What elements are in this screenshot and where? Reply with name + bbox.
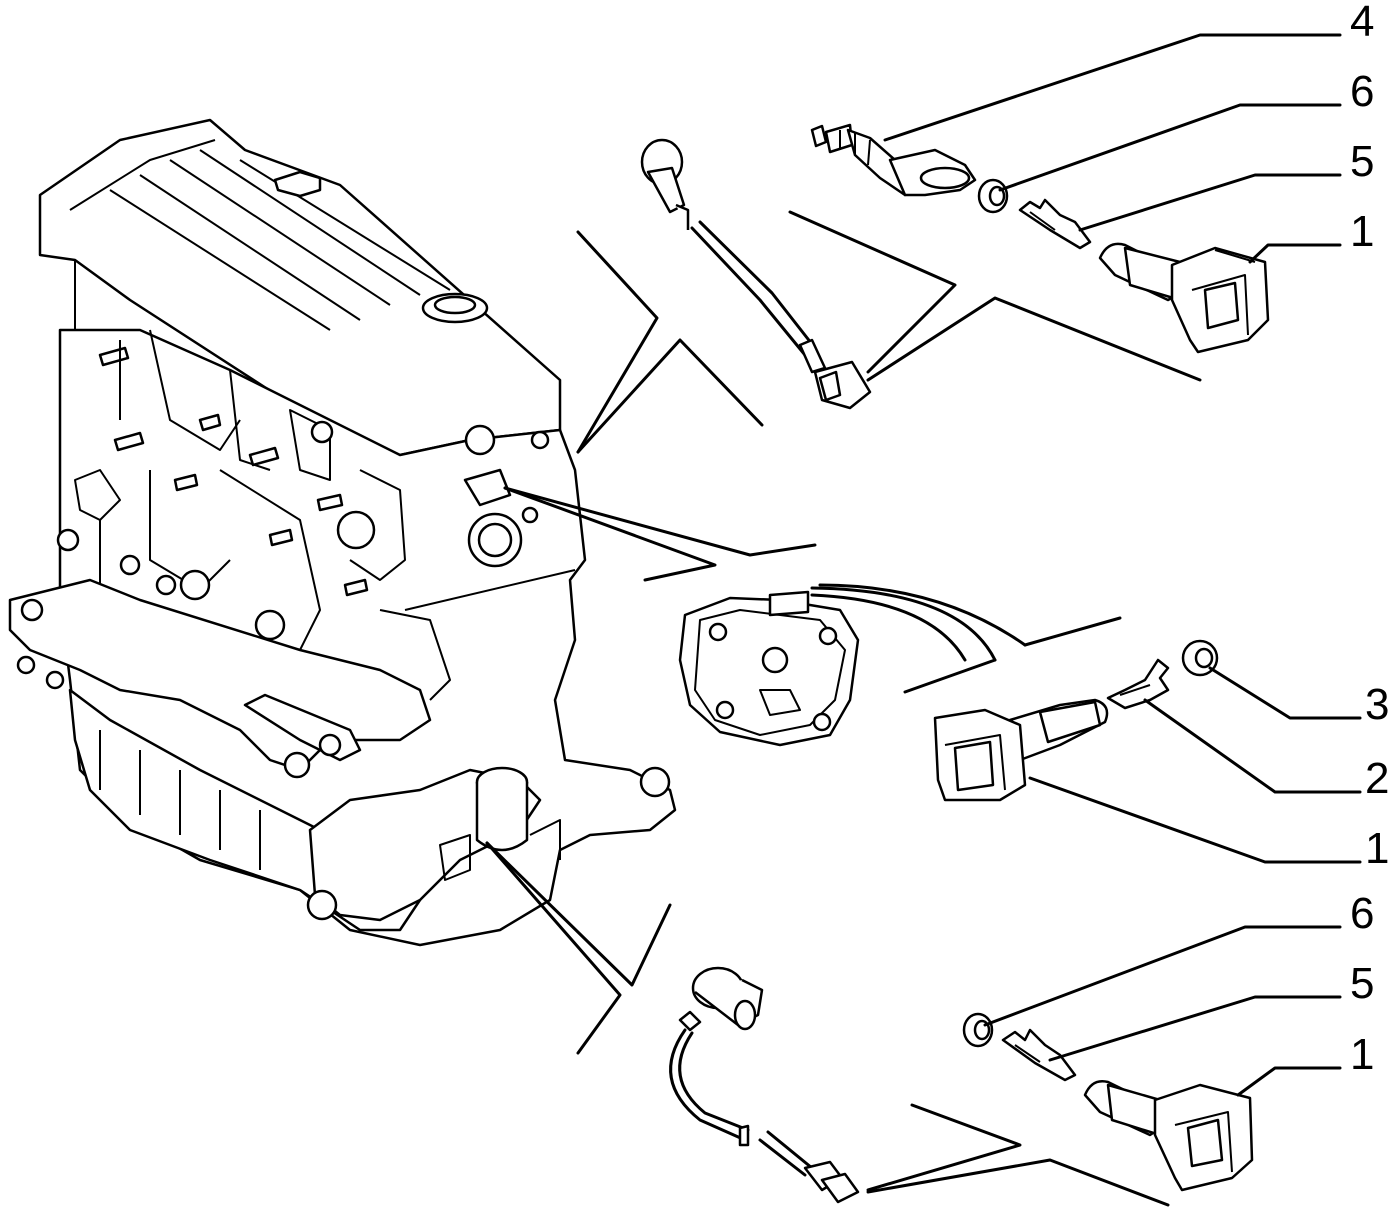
callout-1-mid: 1	[1365, 824, 1389, 873]
connector-housing-mid	[933, 698, 1109, 802]
callout-numbers: 4 6 5 1 3 2 1 6 5 1	[1350, 0, 1389, 1079]
callout-5-bot: 5	[1350, 959, 1374, 1008]
mid-connector-parts	[933, 639, 1219, 802]
rubber-boot-top	[810, 123, 977, 197]
callout-4-top: 4	[1350, 0, 1374, 46]
callout-5-top: 5	[1350, 137, 1374, 186]
knock-sensor-top	[640, 138, 872, 410]
callout-6-top: 6	[1350, 67, 1374, 116]
top-connector-leader	[788, 210, 1202, 382]
engine-block	[8, 118, 677, 947]
callout-1-top: 1	[1350, 207, 1374, 256]
stud-bolts	[98, 346, 369, 597]
grommet-bottom	[962, 1012, 994, 1048]
terminal-clip-mid	[1106, 658, 1170, 710]
crank-sensor-bottom	[669, 966, 860, 1204]
terminal-clip-top	[1018, 198, 1092, 250]
bottom-connector-leader	[866, 1103, 1170, 1207]
callout-1-bot: 1	[1350, 1030, 1374, 1079]
callout-leaders	[883, 33, 1362, 1097]
callout-6-bot: 6	[1350, 889, 1374, 938]
callout-2-mid: 2	[1365, 754, 1389, 803]
callout-3-mid: 3	[1365, 680, 1389, 729]
connector-housing-bottom	[1083, 1080, 1254, 1192]
terminal-clip-bottom	[1001, 1028, 1077, 1082]
phase-sensor-mid	[678, 583, 1122, 747]
engine-leader-lines	[485, 230, 817, 1055]
connector-housing-top	[1098, 242, 1270, 354]
top-connector-parts	[810, 123, 1270, 354]
bottom-connector-parts	[962, 1012, 1254, 1192]
grommet-mid	[1181, 639, 1219, 677]
grommet-top	[977, 178, 1009, 214]
